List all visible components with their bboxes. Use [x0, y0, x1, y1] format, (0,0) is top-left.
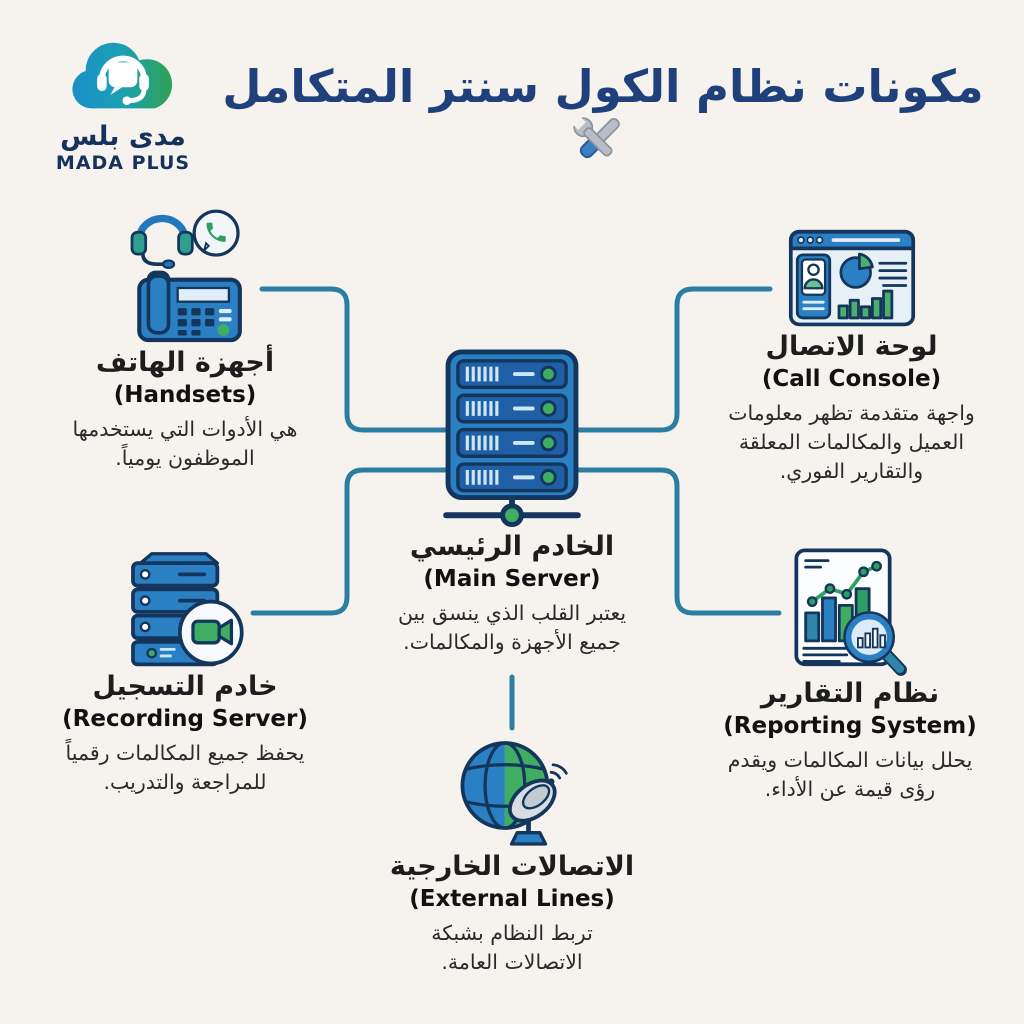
report-chart-magnifier-icon [787, 545, 913, 677]
external-lines-title-arabic: الاتصالات الخارجية [389, 851, 635, 882]
node-handsets: أجهزة الهاتف (Handsets) هي الأدوات التي … [35, 208, 335, 473]
external-lines-description: تربط النظام بشبكة الاتصالات العامة. [431, 921, 593, 975]
handsets-title-english: (Handsets) [113, 381, 257, 408]
node-call-console: لوحة الاتصال (Call Console) واجهة متقدمة… [703, 228, 1000, 485]
call-console-description: واجهة متقدمة تظهر معلومات العميل والمكال… [728, 401, 975, 483]
recording-server-title-arabic: خادم التسجيل [92, 671, 278, 702]
call-console-title-arabic: لوحة الاتصال [765, 331, 938, 362]
server-rack-icon [438, 348, 586, 530]
recording-server-description: يحفظ جميع المكالمات رقمياً للمراجعة والت… [65, 741, 305, 795]
reporting-system-title-arabic: نظام التقارير [760, 678, 940, 709]
brand-name-english: MADA PLUS [55, 151, 191, 174]
main-server-title-english: (Main Server) [423, 565, 601, 592]
dashboard-window-icon [787, 228, 917, 330]
tools-icon [569, 113, 623, 178]
main-server-description: يعتبر القلب الذي ينسق بين جميع الأجهزة و… [397, 601, 627, 655]
brand-name-arabic: مدى بلس [60, 121, 186, 152]
desk-phone-headset-chat-icon [121, 208, 249, 346]
reporting-system-description: يحلل بيانات المكالمات ويقدم رؤى قيمة عن … [727, 748, 973, 802]
reporting-system-title-english: (Reporting System) [723, 712, 977, 739]
server-stack-video-icon [121, 550, 249, 670]
main-server-title-arabic: الخادم الرئيسي [409, 531, 615, 562]
node-reporting-system: نظام التقارير (Reporting System) يحلل بي… [700, 545, 1000, 804]
brand-logo: مدى بلس MADA PLUS [48, 24, 198, 174]
node-external-lines: الاتصالات الخارجية (External Lines) تربط… [384, 738, 640, 977]
node-main-server: الخادم الرئيسي (Main Server) يعتبر القلب… [384, 348, 640, 657]
handsets-title-arabic: أجهزة الهاتف [95, 347, 275, 378]
recording-server-title-english: (Recording Server) [62, 705, 308, 732]
page-title-text: مكونات نظام الكول سنتر المتكامل [222, 60, 984, 113]
handsets-description: هي الأدوات التي يستخدمها الموظفون يومياً… [72, 417, 298, 471]
globe-satellite-dish-icon [453, 738, 571, 850]
cloud-headset-icon [60, 42, 186, 120]
external-lines-title-english: (External Lines) [409, 885, 615, 912]
call-console-title-english: (Call Console) [761, 365, 942, 392]
node-recording-server: خادم التسجيل (Recording Server) يحفظ جمي… [35, 550, 335, 797]
page-title: مكونات نظام الكول سنتر المتكامل [210, 60, 996, 178]
